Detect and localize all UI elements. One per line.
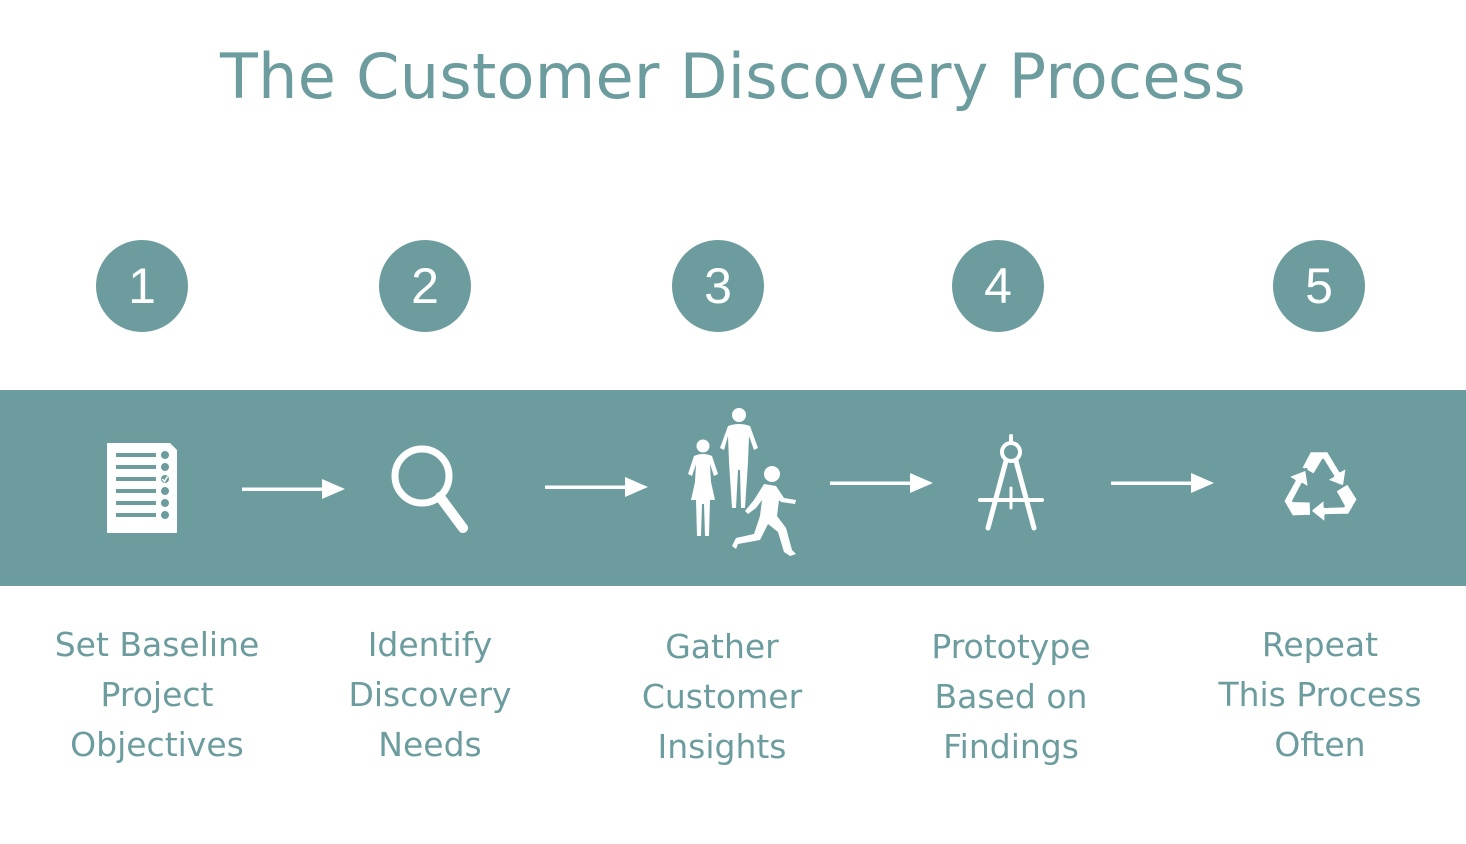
step-1-number-badge: 1 bbox=[96, 240, 188, 332]
drafting-compass-icon bbox=[978, 434, 1044, 531]
step-2-number-badge: 2 bbox=[379, 240, 471, 332]
step-4-label: Prototype Based on Findings bbox=[881, 622, 1141, 772]
step-5-label-line: This Process bbox=[1218, 675, 1422, 714]
people-icon bbox=[688, 408, 796, 556]
step-2-label-line: Needs bbox=[378, 725, 482, 764]
step-4-label-line: Based on bbox=[934, 677, 1088, 716]
step-4-label-line: Prototype bbox=[931, 627, 1091, 666]
step-4-label-line: Findings bbox=[943, 727, 1079, 766]
step-1-label-line: Objectives bbox=[70, 725, 244, 764]
arrow-right-icon bbox=[242, 479, 345, 499]
step-2-label: Identify Discovery Needs bbox=[300, 620, 560, 770]
step-5-number-badge: 5 bbox=[1273, 240, 1365, 332]
recycle-icon bbox=[1281, 449, 1360, 525]
step-5-label: Repeat This Process Often bbox=[1190, 620, 1450, 770]
arrow-right-icon bbox=[545, 477, 648, 497]
arrow-right-icon bbox=[1111, 473, 1214, 493]
step-1-label-line: Set Baseline bbox=[54, 625, 260, 664]
page-title: The Customer Discovery Process bbox=[219, 40, 1247, 113]
arrow-right-icon bbox=[830, 473, 933, 493]
step-4-number-badge: 4 bbox=[952, 240, 1044, 332]
magnifying-glass-icon bbox=[391, 445, 468, 533]
step-3-label-line: Customer bbox=[641, 677, 803, 716]
step-1-label: Set Baseline Project Objectives bbox=[27, 620, 287, 770]
step-2-label-line: Identify bbox=[367, 625, 493, 664]
step-3-number-badge: 3 bbox=[672, 240, 764, 332]
step-5-label-line: Often bbox=[1274, 725, 1366, 764]
step-3-label-line: Gather bbox=[665, 627, 779, 666]
step-3-label: Gather Customer Insights bbox=[592, 622, 852, 772]
step-5-label-line: Repeat bbox=[1261, 625, 1379, 664]
step-2-label-line: Discovery bbox=[348, 675, 512, 714]
step-1-label-line: Project bbox=[100, 675, 214, 714]
checklist-icon bbox=[107, 443, 177, 533]
step-3-label-line: Insights bbox=[657, 727, 787, 766]
